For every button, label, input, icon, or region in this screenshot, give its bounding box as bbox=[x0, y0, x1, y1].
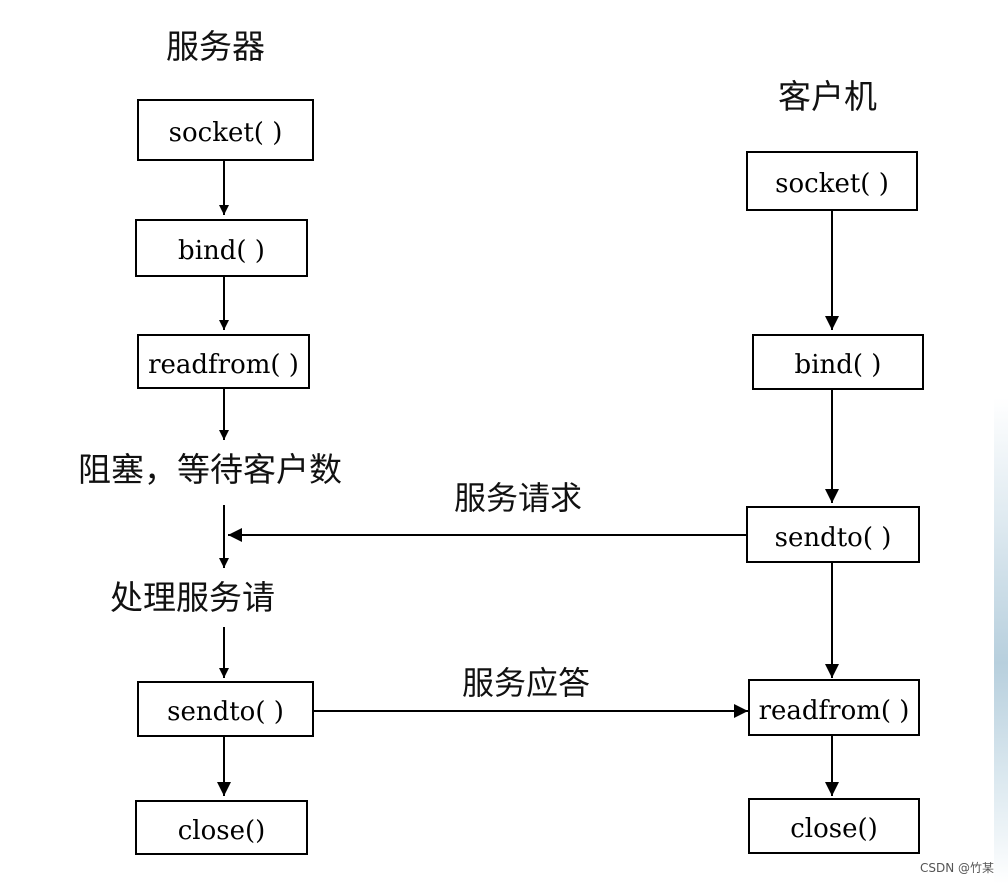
client-title: 客户机 bbox=[778, 77, 877, 116]
client-socket-box: socket( ) bbox=[746, 151, 918, 211]
server-blocking-note: 阻塞，等待客户数 bbox=[78, 450, 342, 489]
request-label: 服务请求 bbox=[454, 479, 583, 517]
server-processing-note: 处理服务请 bbox=[110, 578, 275, 617]
watermark: CSDN @竹某 bbox=[919, 861, 994, 875]
client-bind-box: bind( ) bbox=[752, 334, 924, 390]
client-close-box: close() bbox=[748, 798, 920, 854]
server-socket-box: socket( ) bbox=[137, 99, 314, 161]
client-readfrom-box: readfrom( ) bbox=[748, 679, 920, 736]
response-label: 服务应答 bbox=[462, 664, 591, 702]
server-readfrom-box: readfrom( ) bbox=[137, 334, 310, 389]
server-sendto-box: sendto( ) bbox=[137, 681, 314, 737]
server-title: 服务器 bbox=[166, 27, 265, 66]
server-close-box: close() bbox=[135, 800, 308, 855]
edge-decoration bbox=[994, 0, 1008, 884]
server-bind-box: bind( ) bbox=[135, 219, 308, 277]
client-sendto-box: sendto( ) bbox=[746, 506, 920, 563]
